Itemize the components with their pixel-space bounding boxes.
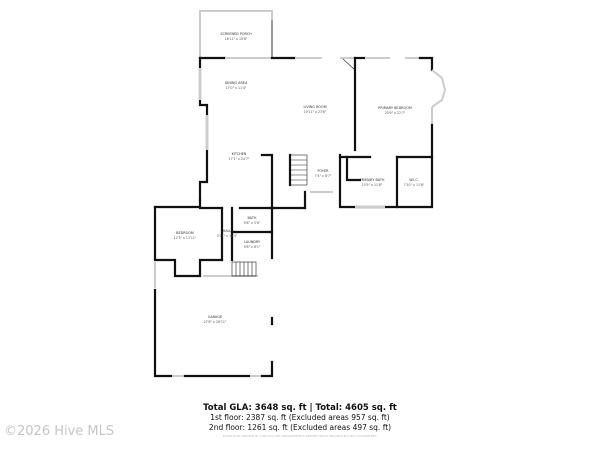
room-dim: 19'11" x 23'6" xyxy=(304,110,327,114)
walls xyxy=(153,56,447,378)
room-dim: 7'10" x 11'8" xyxy=(404,183,425,187)
garage-stairs xyxy=(231,261,257,277)
room-name: DINING AREA xyxy=(225,81,248,85)
room-name: BATH xyxy=(247,216,256,220)
room-name: KITCHEN xyxy=(232,152,247,156)
room-dim: 3'11" x 12'3" xyxy=(217,234,238,238)
room-name: LAUNDRY xyxy=(244,240,261,244)
room-dim: 13'5" x 11'8" xyxy=(362,183,383,187)
room-name: PRIMARY BEDROOM xyxy=(378,106,412,110)
room-name: PRIMARY BATH xyxy=(360,178,385,182)
room-labels: SCREENED PORCH 16'11" x 10'8" DINING ARE… xyxy=(174,32,425,324)
room-dim: 17'1" x 24'7" xyxy=(229,157,250,161)
room-name: LIVING ROOM xyxy=(303,105,326,109)
room-dim: 7'4" x 8'7" xyxy=(315,174,332,178)
room-dim: 17'0" x 11'4" xyxy=(226,86,247,90)
room-dim: 9'8" x 6'1" xyxy=(244,245,261,249)
room-dim: 12'3" x 11'11" xyxy=(174,236,197,240)
staircase xyxy=(288,153,308,187)
room-name: HALL xyxy=(223,229,232,233)
room-name: GARAGE xyxy=(208,315,222,319)
room-name: FOYER xyxy=(317,169,329,173)
total-area: Total GLA: 3648 sq. ft | Total: 4605 sq.… xyxy=(203,403,397,413)
room-name: SCREENED PORCH xyxy=(220,32,252,36)
watermark: ©2026 Hive MLS xyxy=(4,424,115,439)
room-dim: 20'9" x 22'7" xyxy=(385,111,406,115)
room-dim: 16'11" x 10'8" xyxy=(225,37,248,41)
room-name: W.I.C. xyxy=(409,178,419,182)
room-dim: 27'6" x 26'11" xyxy=(204,320,227,324)
first-floor-area: 1st floor: 2387 sq. ft (Excluded areas 9… xyxy=(210,413,390,422)
second-floor-area: 2nd floor: 1261 sq. ft (Excluded areas 4… xyxy=(208,423,392,432)
disclaimer: FLOOR PLAN CREATED BY CUBICASA APP. MEAS… xyxy=(222,434,378,438)
room-dim: 9'8" x 5'6" xyxy=(244,221,261,225)
room-name: BEDROOM xyxy=(176,231,194,235)
